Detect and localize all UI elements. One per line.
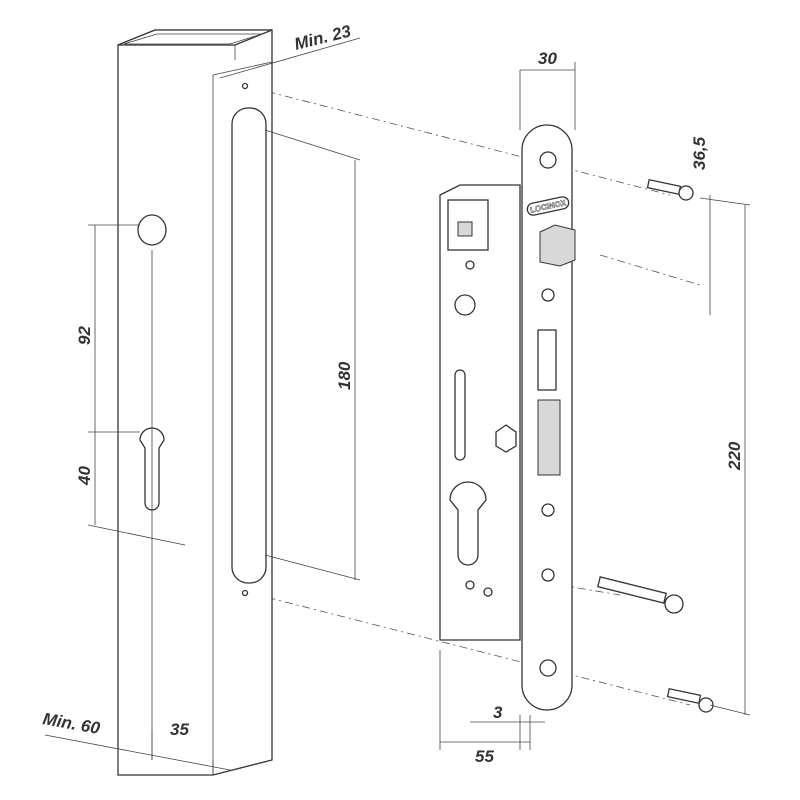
lock-case bbox=[439, 184, 521, 641]
dim-handle-to-cylinder: 92 bbox=[75, 326, 94, 345]
dim-slot-length: 180 bbox=[335, 361, 354, 390]
square-post bbox=[117, 29, 273, 776]
dim-faceplate-thickness: 3 bbox=[493, 703, 503, 722]
dim-screw-offset: 36,5 bbox=[690, 136, 709, 170]
latch-bolt bbox=[539, 224, 576, 267]
dim-case-depth: 55 bbox=[475, 747, 494, 766]
screw-long bbox=[597, 576, 684, 614]
dead-bolt bbox=[537, 399, 561, 476]
dimension-lines bbox=[44, 37, 751, 775]
post-screw-hole-bottom bbox=[241, 589, 249, 597]
dim-faceplate-width: 30 bbox=[538, 49, 557, 68]
dim-backset: 35 bbox=[170, 720, 189, 739]
faceplate: LOCINOX bbox=[521, 124, 576, 711]
screws bbox=[597, 178, 714, 713]
dim-post-width-min: Min. 60 bbox=[41, 709, 102, 738]
screw-bottom bbox=[666, 687, 714, 713]
screw-top bbox=[646, 178, 694, 201]
handle-hole bbox=[137, 214, 167, 246]
dim-fixing-distance: 220 bbox=[725, 441, 744, 471]
dim-cylinder-height: 40 bbox=[75, 466, 94, 486]
alignment-lines bbox=[249, 86, 701, 706]
post-slot bbox=[231, 107, 267, 584]
post-screw-hole-top bbox=[241, 82, 249, 90]
